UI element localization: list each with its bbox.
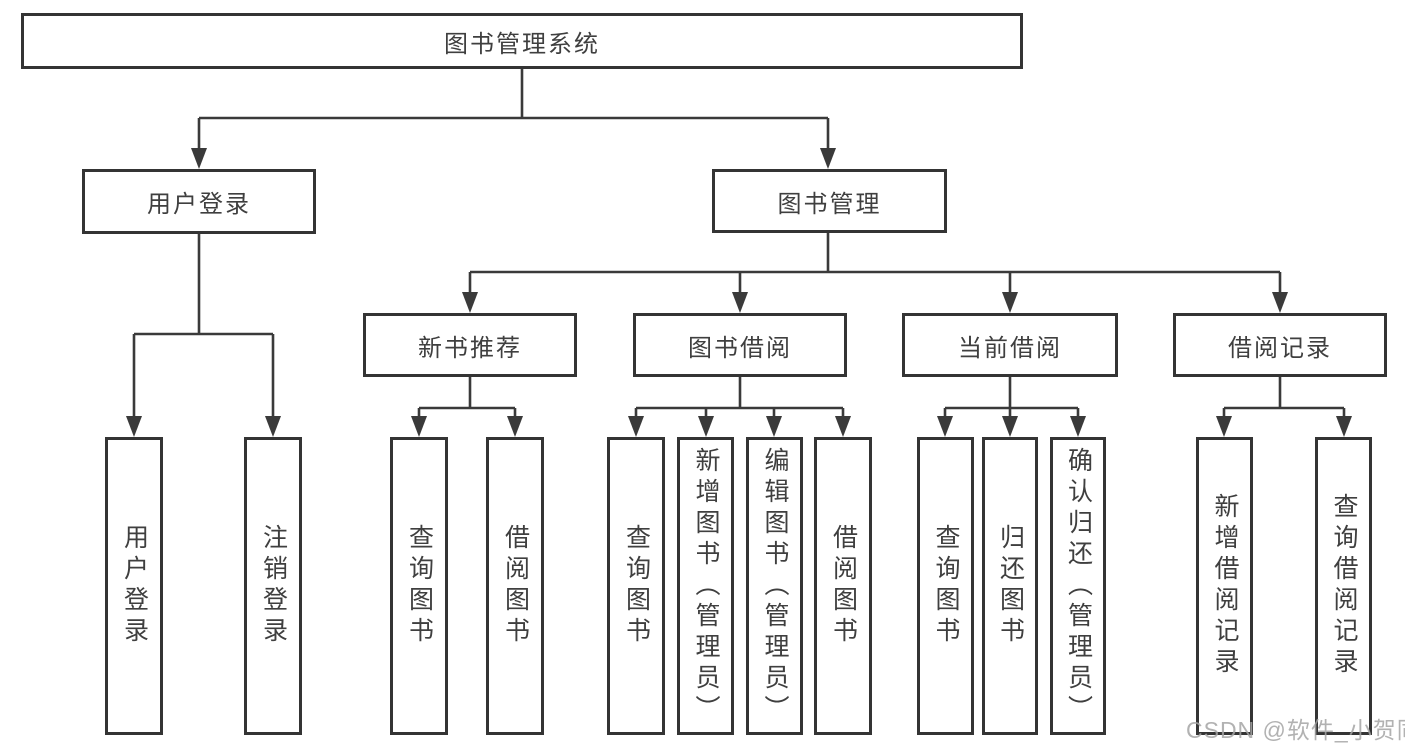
node-label: 图书借阅 — [688, 334, 792, 362]
connector-bookmgmt-to-level3 — [462, 233, 1288, 313]
arrowhead-icon — [462, 292, 478, 313]
arrowhead-icon — [732, 292, 748, 313]
node-borrow-records: 借阅记录 — [1173, 313, 1387, 377]
arrowhead-icon — [1002, 292, 1018, 313]
arrowhead-icon — [1272, 292, 1288, 313]
node-label: 借阅图书 — [501, 524, 530, 648]
node-label: 新书推荐 — [418, 334, 522, 362]
node-label: 查询借阅记录 — [1330, 493, 1358, 679]
leaf-query-books-current: 查询图书 — [917, 437, 974, 735]
leaf-user-login: 用户登录 — [105, 437, 163, 735]
arrowhead-icon — [1070, 416, 1086, 437]
node-book-management: 图书管理 — [712, 169, 947, 233]
node-label: 新增借阅记录 — [1211, 493, 1239, 679]
node-label: 借阅图书 — [829, 524, 858, 648]
arrowhead-icon — [126, 416, 142, 437]
node-root-system: 图书管理系统 — [21, 13, 1023, 69]
arrowhead-icon — [835, 416, 851, 437]
node-book-borrowing: 图书借阅 — [633, 313, 847, 377]
node-label: 用户登录 — [147, 191, 251, 218]
arrowhead-icon — [1002, 416, 1018, 437]
node-user-login: 用户登录 — [82, 169, 316, 234]
leaf-logout: 注销登录 — [244, 437, 302, 735]
node-new-book-recommend: 新书推荐 — [363, 313, 577, 377]
arrowhead-icon — [411, 416, 427, 437]
node-label: 查询图书 — [622, 524, 651, 648]
leaf-confirm-return-admin: 确认归还（管理员） — [1050, 437, 1106, 735]
leaf-borrow-books-recommend: 借阅图书 — [486, 437, 544, 735]
node-label: 借阅记录 — [1228, 334, 1332, 362]
node-label: 图书管理系统 — [444, 30, 600, 58]
arrowhead-icon — [1336, 416, 1352, 437]
arrowhead-icon — [191, 148, 207, 169]
arrowhead-icon — [937, 416, 953, 437]
node-label: 新增图书（管理员） — [692, 446, 720, 726]
node-label: 当前借阅 — [958, 334, 1062, 362]
leaf-add-borrow-record: 新增借阅记录 — [1196, 437, 1253, 735]
leaf-edit-books-admin: 编辑图书（管理员） — [746, 437, 803, 735]
node-label: 注销登录 — [259, 524, 288, 648]
arrowhead-icon — [265, 416, 281, 437]
arrowhead-icon — [628, 416, 644, 437]
node-current-borrowing: 当前借阅 — [902, 313, 1118, 377]
leaf-add-books-admin: 新增图书（管理员） — [677, 437, 734, 735]
leaf-return-books: 归还图书 — [982, 437, 1038, 735]
leaf-query-books-borrow: 查询图书 — [607, 437, 665, 735]
node-label: 查询图书 — [405, 524, 434, 648]
node-label: 查询图书 — [932, 524, 960, 648]
node-label: 归还图书 — [996, 524, 1025, 648]
connector-borrow-to-leaves — [628, 377, 851, 437]
leaf-query-borrow-record: 查询借阅记录 — [1315, 437, 1372, 735]
node-label: 用户登录 — [120, 524, 149, 648]
connector-root-to-level2 — [191, 69, 836, 169]
connector-current-to-leaves — [937, 377, 1086, 437]
arrowhead-icon — [820, 148, 836, 169]
connector-newbooks-to-leaves — [411, 377, 523, 437]
arrowhead-icon — [507, 416, 523, 437]
connector-records-to-leaves — [1216, 377, 1352, 437]
node-label: 确认归还（管理员） — [1064, 446, 1093, 726]
arrowhead-icon — [1216, 416, 1232, 437]
leaf-borrow-books: 借阅图书 — [814, 437, 872, 735]
arrowhead-icon — [766, 416, 782, 437]
csdn-watermark: CSDN @软件_小贺同学 — [1186, 717, 1405, 743]
connector-userlogin-to-leaves — [126, 234, 281, 437]
node-label: 编辑图书（管理员） — [761, 446, 789, 726]
leaf-query-books-recommend: 查询图书 — [390, 437, 448, 735]
node-label: 图书管理 — [777, 190, 882, 218]
arrowhead-icon — [698, 416, 714, 437]
